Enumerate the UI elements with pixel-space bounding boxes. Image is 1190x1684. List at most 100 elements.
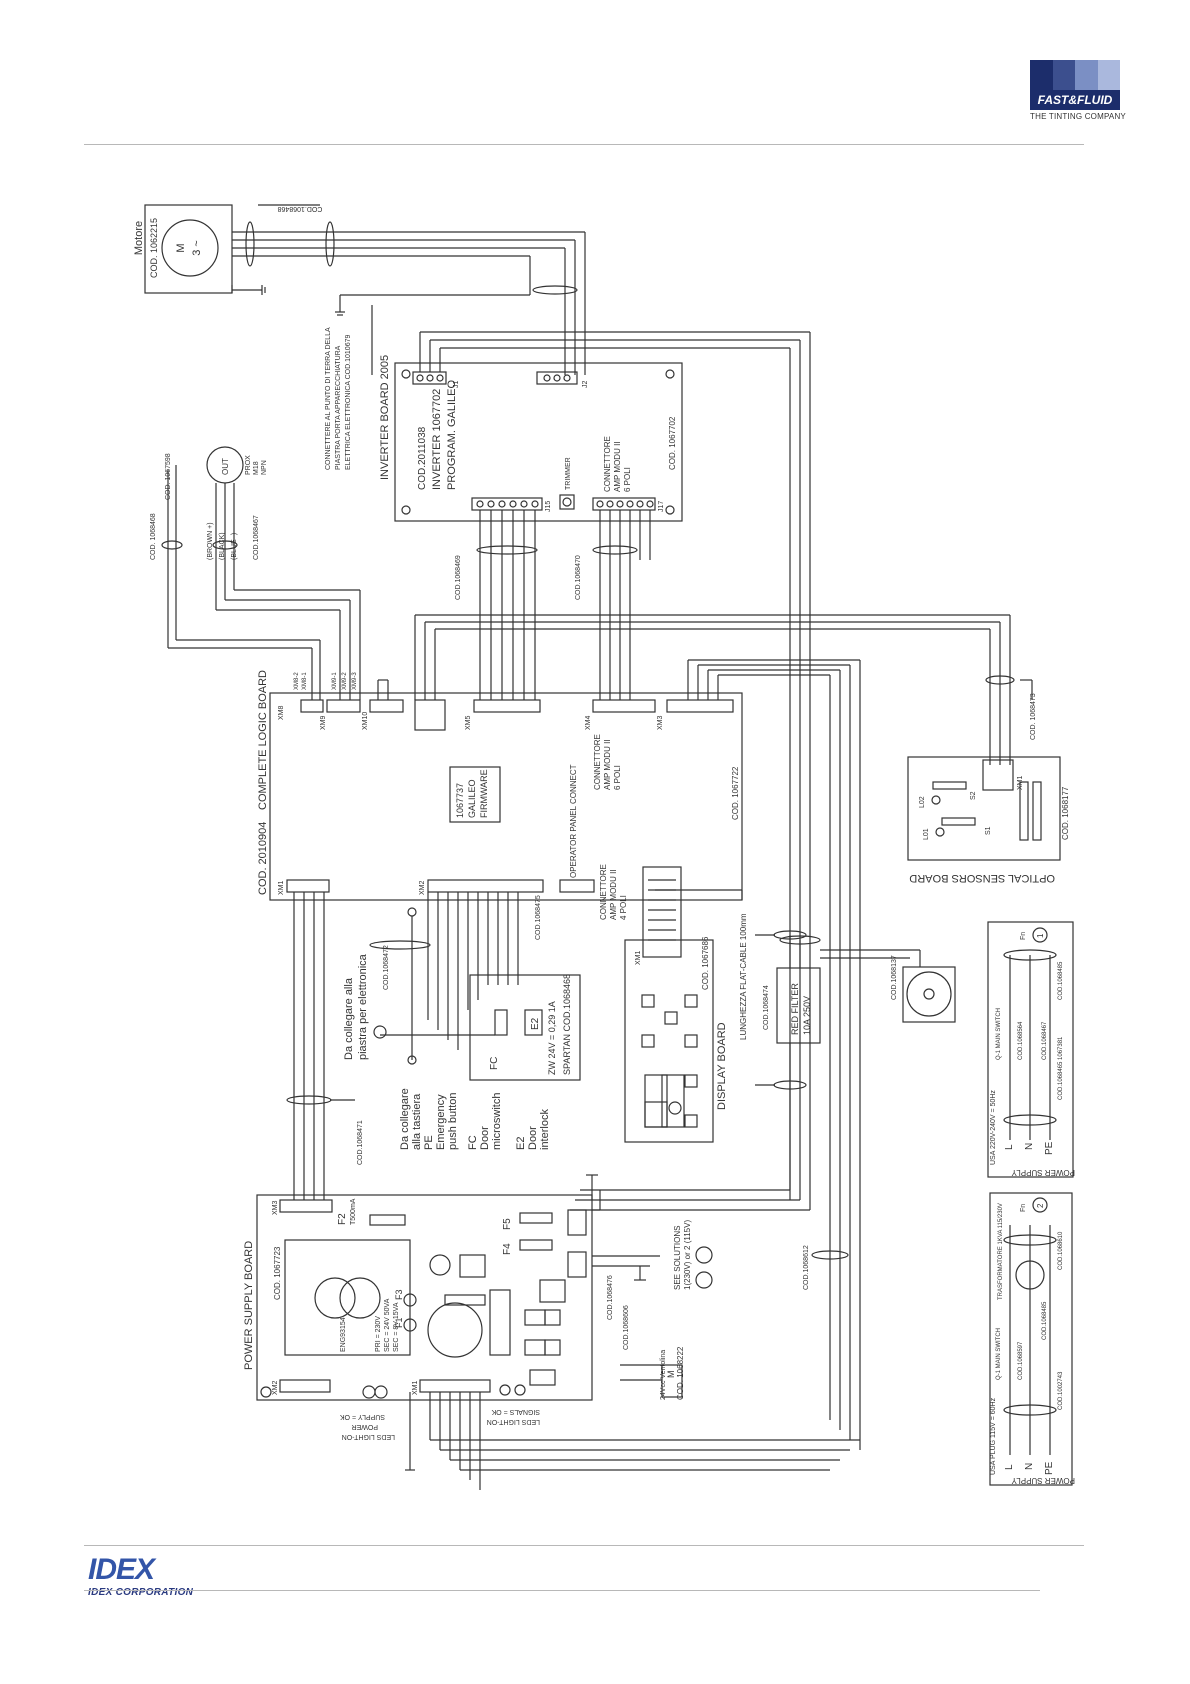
- see-solutions-2: 1(230V) or 2 (115V): [683, 1220, 692, 1290]
- inverter-name: INVERTER 1067702: [431, 389, 443, 490]
- emergency-fc-3: microswitch: [491, 1093, 503, 1150]
- inverter-j17: J17: [658, 501, 665, 512]
- logic-xm8-2: XM8-2: [294, 672, 300, 690]
- ps2-n: N: [1024, 1463, 1035, 1470]
- logic-chip-2: GALILEO: [467, 779, 477, 818]
- logo-tagline: THE TINTING COMPANY: [1030, 112, 1126, 121]
- psu-title: POWER SUPPLY BOARD: [243, 1241, 255, 1370]
- see-solutions: SEE SOLUTIONS: [673, 1226, 682, 1290]
- ps1-c3: COD.1068485: [1058, 961, 1064, 1000]
- psu-f4: F4: [502, 1243, 513, 1255]
- prox-out: OUT: [221, 458, 230, 475]
- ps1-c1: COD.1068564: [1018, 1021, 1024, 1060]
- emergency-e-3: interlock: [539, 1109, 551, 1150]
- logic-xm2: XM2: [419, 881, 426, 896]
- ps1-switch: Q-1 MAIN SWITCH: [996, 1008, 1002, 1060]
- logic-xm5: XM5: [465, 716, 472, 731]
- sensor-cable-3: COD.1068467: [253, 515, 260, 560]
- emergency-fc-2: Door: [479, 1126, 491, 1150]
- earth-note-2: PIASTRA PORTA APPARECCHIATURA: [335, 345, 342, 470]
- logic-connector-1: CONNETTORE: [593, 734, 602, 790]
- logo-word: FAST&FLUID: [1030, 90, 1120, 110]
- display-xm1: XM1: [635, 951, 642, 966]
- proximity-sensor: OUT PROX M18 NPN (BROWN +) (BLACK) (BLUE…: [150, 446, 361, 700]
- motor-cable-code: COD.1068468: [278, 205, 323, 212]
- earth-note-3: ELETTRICA ELETTRONICA COD.1010679: [345, 335, 352, 470]
- optical-xm1: XM1: [1017, 776, 1024, 791]
- leds-4: LEDS LIGHT-ON: [487, 1418, 540, 1425]
- inverter-board: INVERTER BOARD 2005 COD.2011038 INVERTER…: [325, 327, 810, 600]
- prox-npn: NPN: [261, 460, 268, 475]
- main-cable-code: COD.1068471: [357, 1120, 364, 1165]
- power-supply-board: POWER SUPPLY BOARD COD. 1067723 F2 T500m…: [243, 1174, 860, 1490]
- earth-note-1: CONNETTERE AL PUNTO DI TERRA DELLA: [325, 327, 332, 470]
- prox-m18: M18: [253, 461, 260, 475]
- ps2-c2: COD.1068485: [1042, 1301, 1048, 1340]
- logic-op-1: CONNETTORE: [599, 864, 608, 920]
- inverter-j2: J2: [582, 381, 589, 389]
- leds-5: SIGNALS = OK: [491, 1408, 540, 1415]
- inverter-to-logic-wires: [476, 510, 651, 700]
- red-filter: RED FILTER 10A 250V COD.1068474 COD.1068…: [755, 930, 956, 1200]
- motor-symbol-phase: 3 ~: [191, 240, 203, 256]
- leds-3: SUPPLY = OK: [340, 1413, 385, 1420]
- emergency-da-1: Da collegare alla: [343, 977, 355, 1060]
- leds-1: LEDS LIGHT-ON: [342, 1433, 395, 1440]
- leds-2: POWER: [352, 1423, 378, 1430]
- display-code: COD. 1067686: [701, 936, 710, 990]
- ps1-pe: PE: [1044, 1141, 1055, 1155]
- logic-xm9-2: XM9-2: [342, 672, 348, 690]
- logo-color-bars: [1030, 60, 1120, 92]
- emergency-section: Da collegare alla piastra per elettronic…: [286, 892, 581, 1200]
- trafo-4: SEC = 8V 15VA: [393, 1302, 400, 1352]
- ps2-switch: Q-1 MAIN SWITCH: [996, 1328, 1002, 1380]
- inverter-cable-a: COD.1068469: [455, 555, 462, 600]
- header-rule: [84, 144, 1084, 145]
- display-board: DISPLAY BOARD COD. 1067686 LUNGHEZZA FLA…: [624, 866, 748, 1143]
- display-title: DISPLAY BOARD: [716, 1022, 728, 1110]
- optical-sensors-board: OPTICAL SENSORS BOARD COD. 1068177 COD. …: [907, 679, 1070, 884]
- optical-cable: COD. 1068473: [1030, 693, 1037, 740]
- ps2-c3: COD.1068610: [1058, 1231, 1064, 1270]
- fan-1: 24Vcc Ventolina: [660, 1350, 667, 1400]
- ps1-title: POWER SUPPLY: [1011, 1168, 1075, 1177]
- relay-fc: FC: [489, 1057, 500, 1070]
- emergency-pe-3: push button: [447, 1093, 459, 1151]
- ps1-c4: COD.1068465 1067381: [1058, 1036, 1064, 1100]
- fan-2: COD. 1068222: [676, 1346, 685, 1400]
- sensor-brown: (BROWN +): [207, 522, 214, 560]
- motor-cable: COD.1068468: [232, 204, 586, 375]
- fan-cable: COD.1068137: [891, 955, 898, 1000]
- ps2-num: 2: [1036, 1203, 1045, 1208]
- relay-spec-2: SPARTAN COD.1068468: [562, 974, 572, 1075]
- idex-logo-corp: IDEX CORPORATION: [88, 1587, 194, 1598]
- fast-fluid-logo: FAST&FLUID THE TINTING COMPANY: [1030, 60, 1126, 124]
- ps1-n: N: [1024, 1143, 1035, 1150]
- ps2-title: POWER SUPPLY: [1011, 1476, 1075, 1485]
- right-wire-bundle: [570, 332, 821, 1211]
- filter-title: RED FILTER: [790, 983, 800, 1035]
- psu-cable-a: COD.1068476: [607, 1275, 614, 1320]
- logic-board: COMPLETE LOGIC BOARD COD. 2010904 COD. 1…: [257, 614, 1015, 1450]
- optical-l01: L01: [923, 828, 930, 840]
- ps2-l: L: [1004, 1464, 1015, 1470]
- psu-f2: F2: [337, 1213, 348, 1225]
- logic-xm4: XM4: [585, 716, 592, 731]
- inverter-title: INVERTER BOARD 2005: [379, 355, 391, 480]
- logic-xm3: XM3: [657, 716, 664, 731]
- inverter-cable-b: COD.1068470: [575, 555, 582, 600]
- emergency-cable-2: COD.1068475: [535, 895, 542, 940]
- ps1-c2: COD.1068467: [1042, 1021, 1048, 1060]
- logic-xm9-1: XM9-1: [332, 672, 338, 690]
- psu-f5: F5: [502, 1218, 513, 1230]
- emergency-pe-2: Emergency: [435, 1094, 447, 1150]
- ps1-l: L: [1004, 1144, 1015, 1150]
- emergency-cable-1: COD.1068472: [383, 945, 390, 990]
- trafo-3: SEC = 24V 50VA: [384, 1298, 391, 1352]
- emergency-e-1: E2: [515, 1137, 527, 1150]
- inverter-code: COD. 1067702: [668, 416, 677, 470]
- logic-code: COD. 2010904: [257, 822, 269, 895]
- optical-code: COD. 1068177: [1061, 786, 1070, 840]
